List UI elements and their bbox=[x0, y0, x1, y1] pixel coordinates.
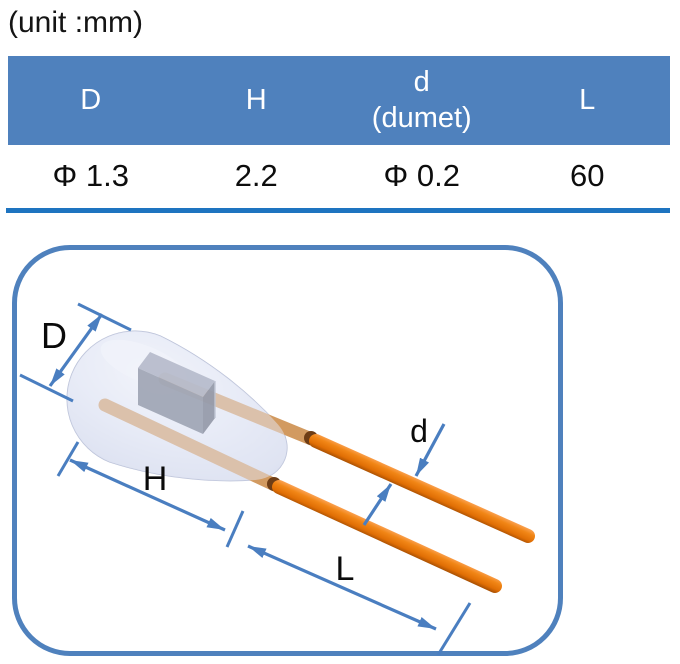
header-label-H: H bbox=[245, 83, 267, 116]
dim-label-H: H bbox=[143, 460, 168, 498]
unit-label: (unit :mm) bbox=[8, 6, 143, 39]
header-label-d-sub: (dumet) bbox=[371, 101, 472, 134]
header-cell-D: D bbox=[8, 56, 174, 145]
dim-label-D: D bbox=[41, 315, 67, 356]
header-cell-d: d (dumet) bbox=[339, 56, 505, 145]
value-cell-d: Φ 0.2 bbox=[383, 158, 460, 193]
glass-overlay bbox=[67, 331, 288, 481]
lead-bottom bbox=[272, 480, 502, 593]
table-separator-line bbox=[6, 208, 670, 213]
dim-label-d: d bbox=[410, 413, 428, 449]
header-label-d: d bbox=[413, 66, 430, 99]
diagram-panel: D H L d bbox=[12, 245, 563, 656]
dim-label-L: L bbox=[336, 550, 355, 588]
dim-H: H bbox=[56, 441, 245, 548]
header-cell-L: L bbox=[505, 56, 671, 145]
spec-table-header-row: D H d (dumet) L bbox=[8, 56, 670, 145]
value-cell-H: 2.2 bbox=[234, 158, 278, 193]
dim-D: D bbox=[19, 302, 132, 403]
value-cell-L: 60 bbox=[570, 158, 605, 193]
thermistor-diagram: D H L d bbox=[19, 302, 535, 656]
spec-table: D H d (dumet) L Φ 1.3 2.2 Φ 0.2 60 bbox=[8, 56, 670, 207]
dim-d: d bbox=[362, 413, 446, 526]
header-label-L: L bbox=[579, 83, 596, 116]
header-cell-H: H bbox=[174, 56, 340, 145]
value-cell-D: Φ 1.3 bbox=[52, 158, 129, 193]
header-label-D: D bbox=[80, 83, 102, 116]
dim-L: L bbox=[247, 544, 472, 656]
lead-top bbox=[309, 434, 535, 543]
spec-table-value-row: Φ 1.3 2.2 Φ 0.2 60 bbox=[8, 145, 670, 207]
